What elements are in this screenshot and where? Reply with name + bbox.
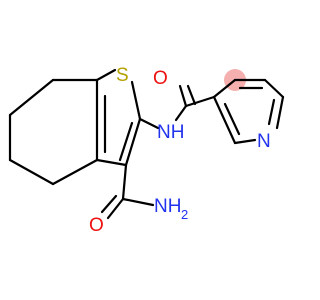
bond [100, 194, 118, 214]
amine-nh2-atom: NH [154, 196, 181, 217]
bond [186, 84, 197, 106]
bond [174, 104, 188, 122]
bond [178, 84, 188, 108]
amide-oxygen-bottom: O [89, 215, 104, 236]
amide-oxygen-top: O [153, 68, 168, 89]
molecule-structure: S NH O N O NH 2 [8, 65, 285, 236]
bond [8, 158, 55, 186]
bond [138, 117, 160, 130]
bond [267, 98, 276, 126]
bond [263, 78, 285, 99]
bond [130, 80, 142, 121]
amide-nh-atom: NH [157, 122, 184, 143]
bond [121, 163, 128, 201]
bond [8, 78, 55, 117]
bond [275, 95, 285, 130]
sulfur-atom: S [116, 65, 129, 86]
bond [212, 95, 237, 145]
bond [121, 197, 155, 207]
bond [233, 138, 257, 145]
bond-layer [8, 68, 285, 220]
bond [95, 158, 128, 167]
bond [223, 102, 241, 136]
bond [106, 197, 125, 220]
bond [184, 95, 216, 108]
bond [51, 158, 99, 186]
bond [212, 78, 237, 99]
pyridine-nitrogen: N [257, 131, 271, 152]
bond [124, 117, 142, 167]
bond [95, 68, 117, 82]
bond [118, 121, 134, 162]
amine-subscript: 2 [181, 207, 188, 222]
